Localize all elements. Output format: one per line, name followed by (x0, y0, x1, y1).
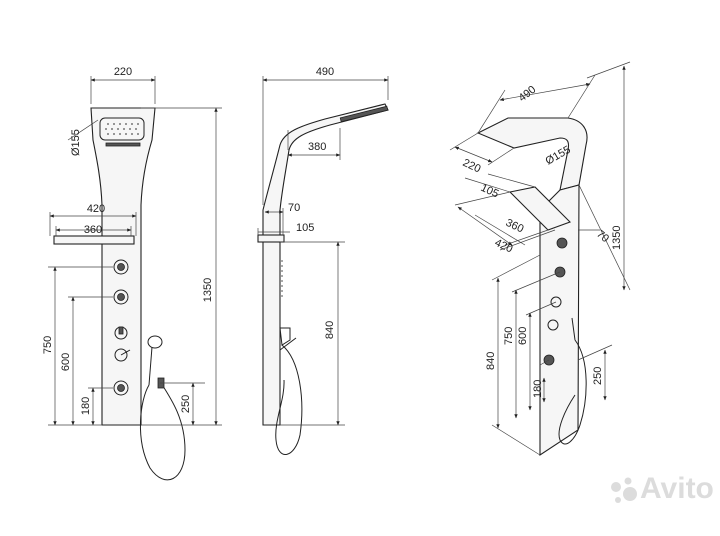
iso-hand-shower (558, 317, 587, 445)
side-hose (275, 344, 303, 455)
watermark-text: Avito (640, 472, 714, 505)
dim-side-70: 70 (288, 202, 300, 214)
dim-front-250: 250 (180, 395, 192, 413)
iso-view: 490 220 Ø155 105 360 420 70 1350 840 750… (449, 61, 631, 457)
dim-front-600: 600 (60, 353, 72, 371)
rain-shower-head (99, 117, 145, 147)
front-view: 220 Ø155 1350 420 360 750 600 180 250 (42, 66, 222, 481)
body-jet-3 (113, 380, 129, 396)
dim-iso-360: 360 (504, 217, 526, 236)
body-jet-2 (113, 289, 129, 305)
front-dimensions (48, 76, 222, 426)
dim-front-waterfall-360: 360 (84, 224, 102, 236)
iso-jets (543, 237, 568, 366)
dim-iso-105: 105 (479, 182, 501, 201)
dim-iso-420: 420 (493, 237, 515, 256)
side-control (279, 327, 291, 346)
watermark-logo-icon (611, 477, 637, 503)
dim-iso-840: 840 (485, 352, 497, 370)
side-view: 490 380 70 105 840 (257, 66, 389, 455)
dim-front-waterfall-420: 420 (87, 203, 105, 215)
dim-iso-490: 490 (516, 84, 538, 105)
dim-iso-1350: 1350 (611, 226, 623, 250)
dim-side-490: 490 (316, 66, 334, 78)
waterfall-spout (53, 235, 135, 245)
diverter-knob (114, 326, 128, 340)
dim-side-840: 840 (324, 321, 336, 339)
dim-side-105: 105 (296, 222, 314, 234)
dim-iso-750: 750 (503, 327, 515, 345)
dim-front-750: 750 (42, 336, 54, 354)
dim-iso-70: 70 (594, 228, 611, 245)
side-dimensions (257, 76, 389, 426)
side-lever (279, 337, 297, 351)
dim-front-width-220: 220 (114, 66, 132, 78)
iso-dimensions (449, 61, 631, 456)
mixer-lever (114, 348, 131, 362)
dim-iso-220: 220 (461, 157, 483, 176)
dim-iso-600: 600 (517, 327, 529, 345)
dim-front-180: 180 (80, 397, 92, 415)
watermark: Avito (611, 472, 714, 505)
dim-iso-180: 180 (532, 380, 544, 398)
dim-front-diameter: Ø155 (70, 129, 82, 156)
dim-front-height-1350: 1350 (202, 278, 214, 302)
iso-waterfall (508, 186, 571, 231)
hand-shower (140, 335, 186, 481)
side-shower-head (339, 105, 389, 123)
body-jet-1 (113, 259, 129, 275)
dim-side-380: 380 (308, 141, 326, 153)
side-waterfall (257, 234, 285, 243)
dim-iso-250: 250 (592, 367, 604, 385)
